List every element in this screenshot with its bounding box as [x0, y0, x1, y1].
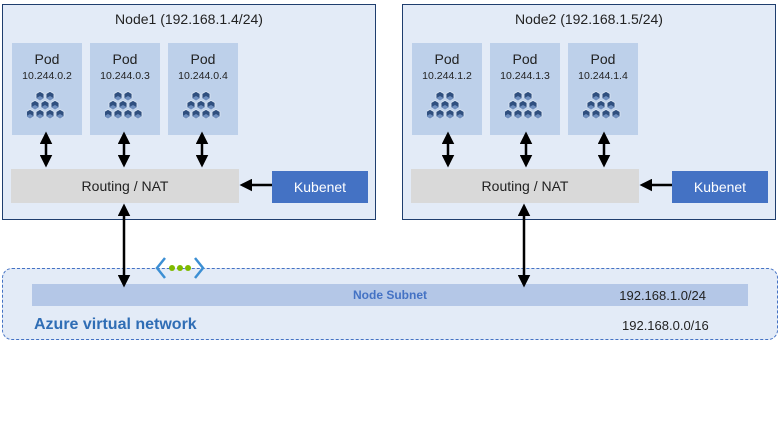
cube-face — [51, 105, 59, 110]
cube-face — [46, 96, 54, 101]
cube-face — [202, 114, 210, 119]
vnet-cidr: 192.168.0.0/16 — [622, 318, 709, 333]
cube-cluster-icon — [27, 90, 65, 120]
pod-1: Pod 10.244.1.2 — [412, 43, 482, 135]
pod-label: Pod — [190, 51, 216, 67]
pod-ip: 10.244.1.2 — [422, 70, 472, 82]
cube-face — [46, 114, 54, 119]
kubenet-box: Kubenet — [672, 171, 768, 203]
pod-ip: 10.244.0.2 — [22, 70, 72, 82]
cube-cluster-icon — [505, 90, 543, 120]
cube-cluster-icon — [183, 90, 221, 120]
cube-face — [602, 96, 610, 101]
cube-face — [202, 96, 210, 101]
cube-face — [514, 96, 522, 101]
node-1: Node1 (192.168.1.4/24) Pod 10.244.0.2 Po… — [2, 4, 376, 220]
cube-cluster-icon — [583, 90, 621, 120]
cube-face — [583, 114, 590, 119]
cube-face — [597, 105, 605, 110]
cube-face — [509, 105, 517, 110]
node-title: Node1 (192.168.1.4/24) — [115, 11, 263, 27]
pod-label: Pod — [512, 51, 538, 67]
cube-face — [36, 96, 44, 101]
cube-face — [56, 114, 64, 119]
cube-face — [612, 114, 620, 119]
kubenet-box: Kubenet — [272, 171, 368, 203]
cube-face — [192, 96, 200, 101]
cube-face — [114, 114, 122, 119]
cube-face — [514, 114, 522, 119]
cube-face — [119, 105, 127, 110]
cube-face — [187, 105, 195, 110]
node-2: Node2 (192.168.1.5/24) Pod 10.244.1.2 Po… — [402, 4, 776, 220]
routing-nat-box: Routing / NAT — [11, 169, 239, 203]
cube-face — [587, 105, 595, 110]
cube-face — [27, 114, 34, 119]
cube-face — [129, 105, 137, 110]
pod-1: Pod 10.244.0.2 — [12, 43, 82, 135]
cube-face — [607, 105, 615, 110]
node-subnet: Node Subnet 192.168.1.0/24 — [32, 284, 748, 306]
cube-face — [109, 105, 117, 110]
cube-face — [207, 105, 215, 110]
cube-face — [602, 114, 610, 119]
cube-face — [524, 114, 532, 119]
cube-face — [31, 105, 39, 110]
pod-ip: 10.244.0.4 — [178, 70, 228, 82]
node-title: Node2 (192.168.1.5/24) — [515, 11, 663, 27]
pod-ip: 10.244.1.4 — [578, 70, 628, 82]
cube-face — [114, 96, 122, 101]
cube-face — [524, 96, 532, 101]
pod-3: Pod 10.244.1.4 — [568, 43, 638, 135]
routing-nat-box: Routing / NAT — [411, 169, 639, 203]
pod-label: Pod — [112, 51, 138, 67]
cube-face — [197, 105, 205, 110]
subnet-cidr: 192.168.1.0/24 — [619, 288, 706, 303]
cube-face — [36, 114, 44, 119]
vnet-label: Azure virtual network — [34, 316, 197, 333]
cube-face — [41, 105, 49, 110]
cube-face — [212, 114, 220, 119]
cube-face — [192, 114, 200, 119]
cube-face — [183, 114, 190, 119]
cube-face — [124, 114, 132, 119]
pod-ip: 10.244.1.3 — [500, 70, 550, 82]
cube-face — [505, 114, 512, 119]
cube-face — [529, 105, 537, 110]
cube-face — [534, 114, 542, 119]
cube-face — [592, 96, 600, 101]
pod-label: Pod — [434, 51, 460, 67]
pod-label: Pod — [34, 51, 60, 67]
pod-label: Pod — [590, 51, 616, 67]
cube-cluster-icon — [105, 90, 143, 120]
pod-ip: 10.244.0.3 — [100, 70, 150, 82]
pod-2: Pod 10.244.0.3 — [90, 43, 160, 135]
subnet-label: Node Subnet — [353, 288, 427, 302]
cube-face — [519, 105, 527, 110]
pod-2: Pod 10.244.1.3 — [490, 43, 560, 135]
cube-face — [105, 114, 112, 119]
pod-3: Pod 10.244.0.4 — [168, 43, 238, 135]
cube-cluster-icon — [427, 90, 465, 120]
cube-face — [427, 114, 434, 119]
cube-face — [124, 96, 132, 101]
cube-face — [134, 114, 142, 119]
cube-face — [592, 114, 600, 119]
